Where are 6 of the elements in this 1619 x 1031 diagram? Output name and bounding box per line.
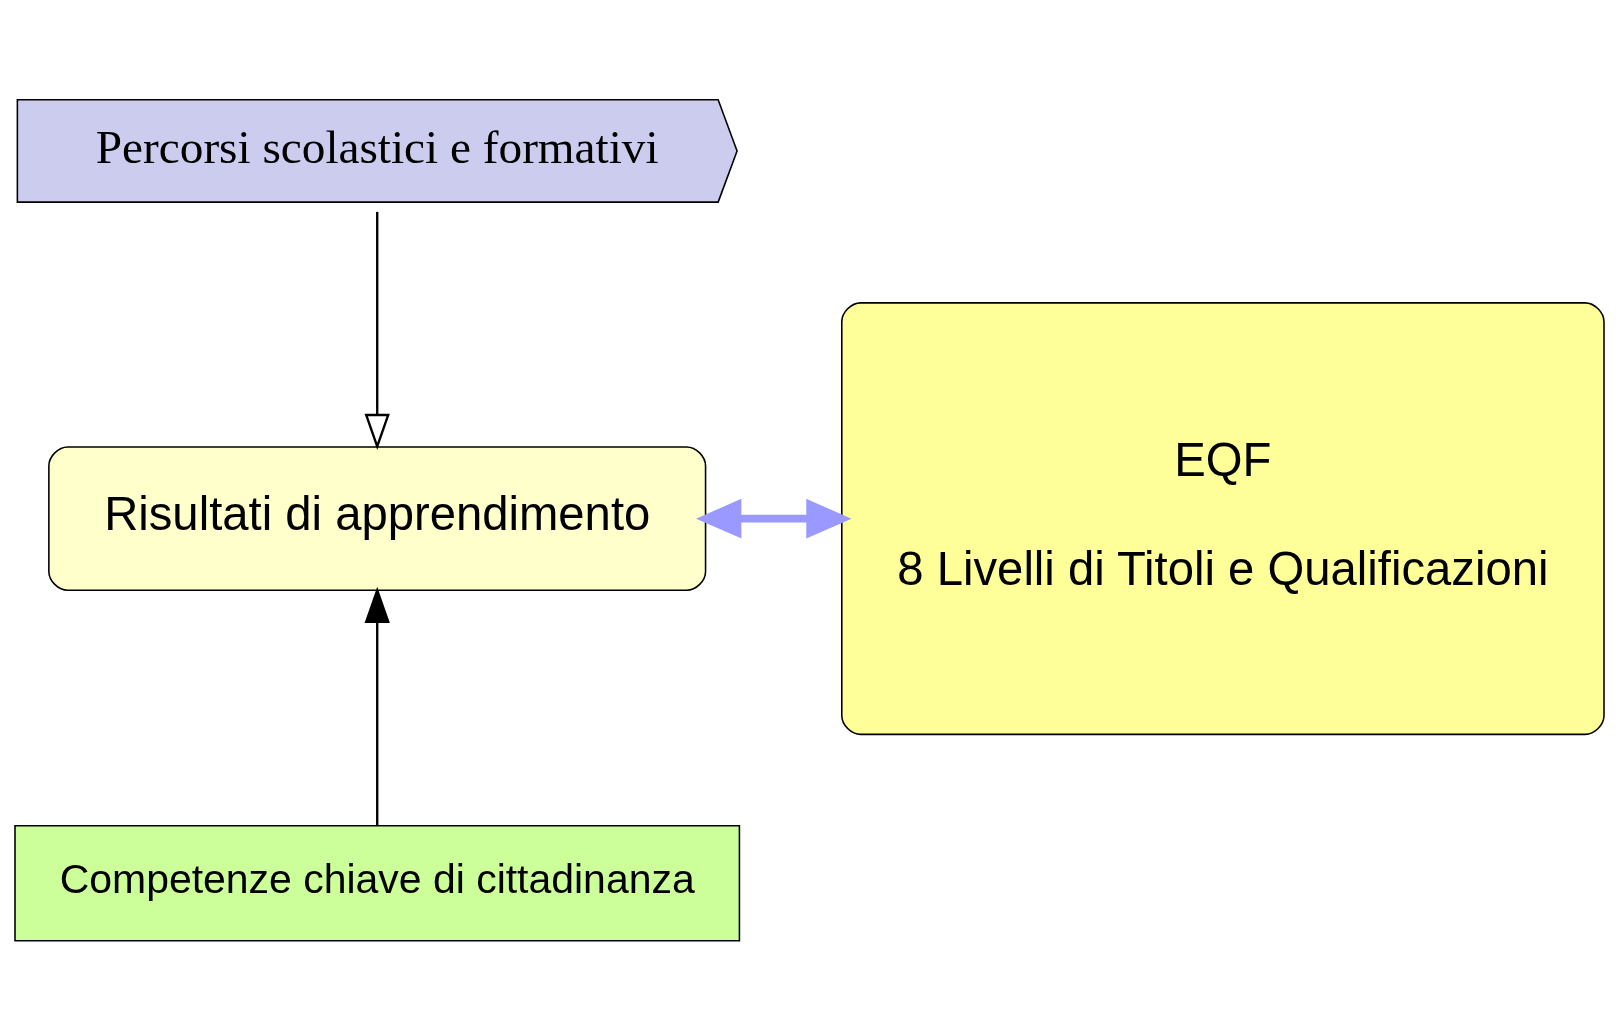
arrow [696,498,852,539]
arrow [364,211,390,451]
node-box: Risultati di apprendimento [48,446,707,592]
node-box: EQF 8 Livelli di Titoli e Qualificazioni [841,302,1605,736]
node-box: Competenze chiave di cittadinanza [14,824,741,942]
arrow [364,586,390,826]
